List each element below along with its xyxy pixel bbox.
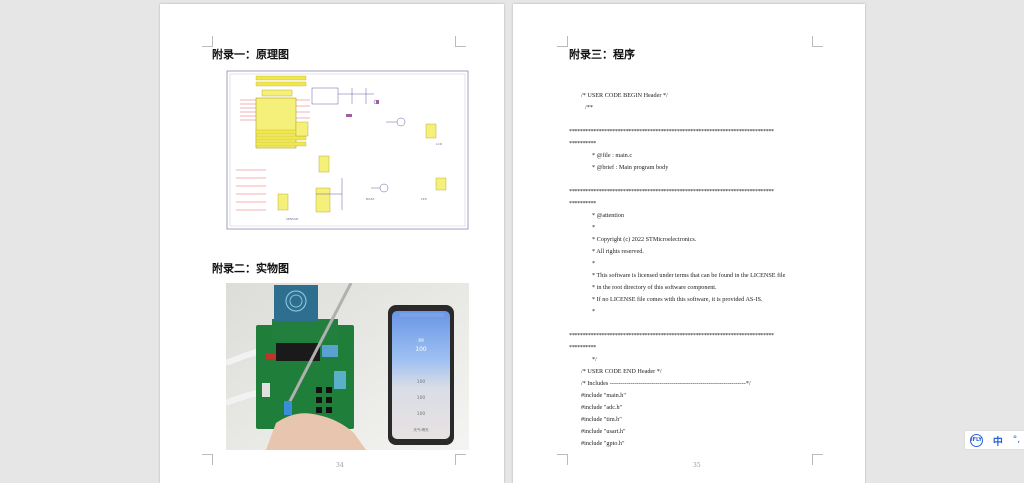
ifly-logo-icon[interactable]: iFLY <box>969 433 983 447</box>
code-line: * This software is licensed under terms … <box>592 272 786 279</box>
crop-mark <box>202 36 213 47</box>
phone-row-3: 100 <box>417 411 426 417</box>
svg-text:BUZZ: BUZZ <box>366 197 374 201</box>
appendix-3-heading: 附录三：程序 <box>569 48 635 61</box>
code-line: #include "gpio.h" <box>581 440 625 447</box>
schematic-diagram: LCD SENSOR BUZZ LED <box>226 70 469 230</box>
phone-row-2: 100 <box>417 395 426 401</box>
hardware-photo: 温度 100 100 100 100 天气:晴天 <box>226 283 469 450</box>
crop-mark <box>557 454 568 465</box>
code-line: * @brief : Main program body <box>592 164 669 171</box>
code-line: /* Includes ----------------------------… <box>581 380 751 387</box>
crop-mark <box>812 454 823 465</box>
svg-text:温度: 温度 <box>418 337 424 342</box>
ime-language-toggle[interactable]: 中 <box>992 436 1003 448</box>
code-line: * @attention <box>592 212 624 219</box>
code-line: ****************************************… <box>569 128 774 135</box>
appendix-2-heading: 附录二：实物图 <box>212 262 289 275</box>
code-line: ********** <box>569 200 596 207</box>
code-line: ****************************************… <box>569 332 774 339</box>
phone-main-value: 100 <box>415 346 427 353</box>
code-line: * If no LICENSE file comes with this sof… <box>592 296 763 303</box>
phone-footer: 天气:晴天 <box>413 427 429 432</box>
code-line: /** <box>585 104 593 111</box>
code-line: * in the root directory of this software… <box>592 284 717 291</box>
page-number: 34 <box>336 462 344 469</box>
page-number: 35 <box>693 462 701 469</box>
document-page-34: 附录一：原理图 <box>160 4 504 483</box>
svg-text:LCD: LCD <box>436 142 443 146</box>
code-line: * Copyright (c) 2022 STMicroelectronics. <box>592 236 697 243</box>
code-line: ********** <box>569 140 596 147</box>
appendix-1-heading: 附录一：原理图 <box>212 48 289 61</box>
crop-mark <box>455 454 466 465</box>
code-line: * @file : main.c <box>592 152 633 159</box>
code-line: #include "main.h" <box>581 392 626 399</box>
code-line: * <box>592 260 596 267</box>
crop-mark <box>455 36 466 47</box>
code-line: #include "usart.h" <box>581 428 626 435</box>
phone-row-1: 100 <box>417 379 426 385</box>
crop-mark <box>557 36 568 47</box>
code-line: #include "tim.h" <box>581 416 622 423</box>
document-page-35: 附录三：程序 /* USER CODE BEGIN Header *//****… <box>513 4 865 483</box>
svg-text:LED: LED <box>421 197 428 201</box>
code-line: #include "adc.h" <box>581 404 623 411</box>
code-line: * <box>592 308 596 315</box>
crop-mark <box>202 454 213 465</box>
code-line: /* USER CODE END Header */ <box>581 368 662 375</box>
ime-settings-icon[interactable]: °, <box>1012 435 1021 445</box>
ime-toolbar[interactable]: iFLY 中 °, <box>964 430 1024 450</box>
code-line: */ <box>592 356 597 363</box>
svg-text:SENSOR: SENSOR <box>286 217 298 221</box>
code-line: ****************************************… <box>569 188 774 195</box>
code-line: * All rights reserved. <box>592 248 644 255</box>
code-line: ********** <box>569 344 596 351</box>
code-line: /* USER CODE BEGIN Header */ <box>581 92 668 99</box>
code-line: * <box>592 224 596 231</box>
crop-mark <box>812 36 823 47</box>
